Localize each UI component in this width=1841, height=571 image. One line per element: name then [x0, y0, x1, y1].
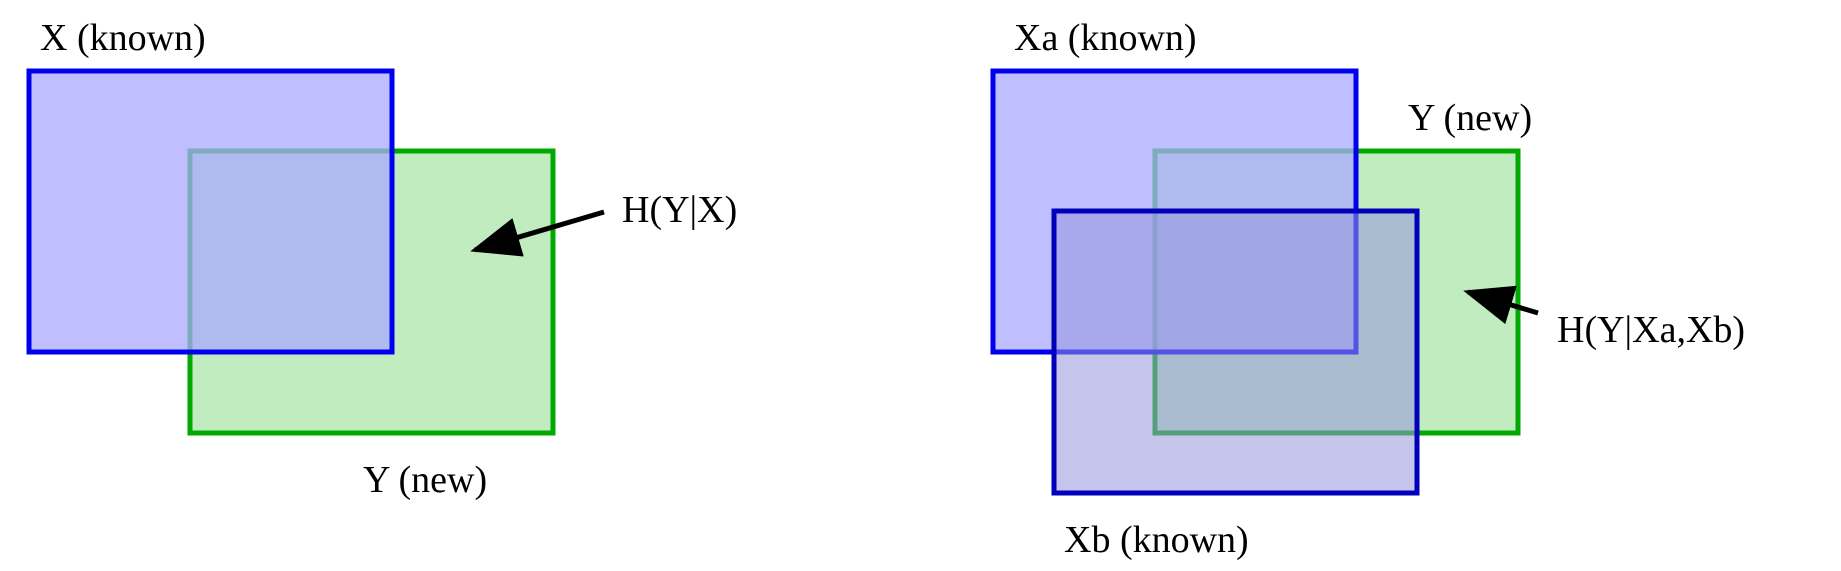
xa-known-label: Xa (known)	[1014, 17, 1197, 59]
x-known-box	[26, 68, 395, 355]
y-new-label: Y (new)	[363, 459, 487, 501]
entropy-label: H(Y|X)	[622, 189, 737, 231]
xb-known-box	[1051, 208, 1420, 496]
entropy-arrow-right	[1463, 285, 1539, 325]
x-known-label: X (known)	[40, 17, 206, 59]
y-new-label-right: Y (new)	[1408, 97, 1532, 139]
entropy-arrow	[470, 209, 605, 257]
left-panel: X (known) Y (new) H(Y|X)	[26, 17, 737, 501]
entropy-label-right: H(Y|Xa,Xb)	[1557, 309, 1745, 351]
xb-known-label: Xb (known)	[1064, 519, 1249, 561]
right-panel: Xa (known) Y (new) Xb (known) H(Y|Xa,Xb)	[990, 17, 1745, 561]
